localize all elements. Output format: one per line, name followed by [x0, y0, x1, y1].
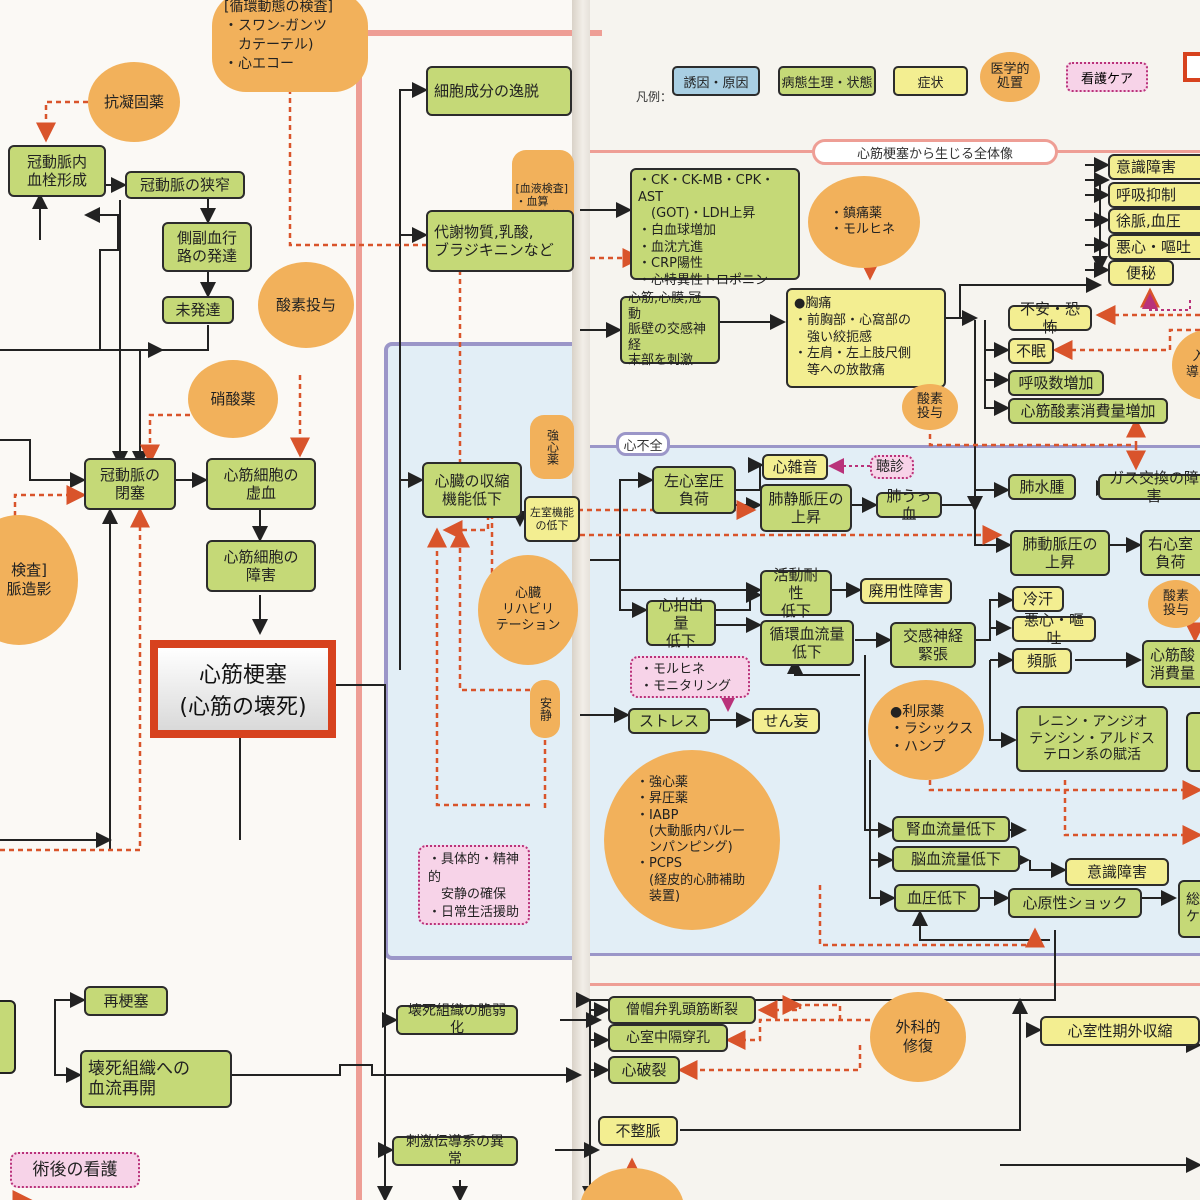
myocardial-infarction-node: 心筋梗塞 (心筋の壊死) — [150, 640, 336, 738]
cerebral-flow-node: 脳血流量低下 — [892, 846, 1020, 872]
nausea-node-2: 悪心・嘔吐 — [1012, 611, 1096, 647]
lv-load-node: 左心室圧 負荷 — [652, 466, 736, 514]
rest-strip: 安静 — [530, 680, 560, 738]
vsd-node: 心室中隔穿孔 — [608, 1024, 728, 1052]
delirium-node: せん妄 — [752, 708, 820, 734]
offpage-node-shock: 総 ケ — [1178, 880, 1200, 938]
collateral-node: 側副血行 路の発達 — [162, 222, 252, 272]
activity-intolerance-node: 活動耐性 低下 — [760, 566, 832, 620]
constipation-node: 便秘 — [1108, 260, 1174, 286]
analgesic-circle: ・鎮痛薬 ・モルヒネ — [808, 176, 920, 268]
cardiac-output-node: 心拍出量 低下 — [646, 596, 716, 650]
nausea-node-1: 悪心・嘔吐 — [1108, 234, 1200, 260]
rest-care-box: ・具体的・精神的 安静の確保 ・日常生活援助 — [418, 845, 530, 925]
occlusion-node: 冠動脈の 閉塞 — [84, 458, 176, 510]
gas-exchange-node: ガス交換の障害 — [1098, 469, 1200, 505]
infarction-subtitle: (心筋の壊死) — [179, 695, 307, 720]
legend-symptom: 症状 — [893, 66, 968, 96]
undeveloped-node: 未発達 — [162, 296, 234, 324]
rv-load-node: 右心室 負荷 — [1140, 530, 1200, 576]
surgery-circle: 外科的 修復 — [870, 992, 966, 1082]
reperfusion-node: 壊死組織への 血流再開 — [80, 1050, 232, 1108]
contractility-node: 心臓の収縮 機能低下 — [422, 462, 522, 518]
nerve-stim-node: 心筋,心膜,冠動 脈壁の交感神経 末部を刺激 — [620, 291, 720, 368]
oxygen-circle-3: 酸素 投与 — [1148, 580, 1200, 628]
book-spine — [572, 0, 590, 1200]
chest-pain-node: ●胸痛 ・前胸部・心窩部の 強い絞扼感 ・左肩・左上肢尺側 等への放散痛 — [786, 288, 946, 388]
sympathetic-node: 交感神経 緊張 — [890, 622, 976, 668]
oxygen-circle: 酸素投与 — [258, 262, 354, 348]
bradycardia-node: 徐脈,血圧 — [1108, 208, 1200, 234]
morphine-monitor-care: ・モルヒネ ・モニタリング — [630, 656, 750, 698]
arrhythmia-node: 不整脈 — [598, 1116, 678, 1146]
consciousness-node-2: 意識障害 — [1065, 858, 1169, 886]
pulmonary-congestion-node: 肺うっ血 — [876, 487, 942, 523]
renal-flow-node: 腎血流量低下 — [892, 816, 1010, 842]
resp-rate-node: 呼吸数増加 — [1008, 370, 1104, 396]
legend-care: 看護ケア — [1066, 62, 1148, 92]
o2-consumption-node: 心筋酸素消費量増加 — [1008, 398, 1168, 424]
lv-dysfunction-node: 左室機能の低下 — [524, 496, 580, 542]
anticoagulant-circle: 抗凝固薬 — [88, 62, 180, 142]
insomnia-node: 不眠 — [1008, 338, 1054, 364]
legend-label: 凡例： — [636, 90, 673, 104]
postop-care: 術後の看護 — [10, 1152, 140, 1188]
auscultation-care: 聴診 — [870, 455, 914, 479]
offpage-node-left — [0, 1000, 16, 1074]
legend-cause: 誘因・原因 — [672, 66, 760, 96]
legend-state: 病態生理・状態 — [778, 66, 876, 96]
cardiotonic-strip: 強心薬 — [530, 415, 574, 479]
pulmonary-artery-node: 肺動脈圧の 上昇 — [1010, 530, 1110, 576]
cold-sweat-node: 冷汗 — [1012, 586, 1064, 612]
hemodynamic-exam-circle: [循環動態の検査] ・スワン-ガンツ カテーテル) ・心エコー — [212, 0, 368, 92]
conduction-node: 刺激伝導系の異常 — [392, 1134, 518, 1167]
offpage-node-right — [1186, 712, 1200, 772]
resp-depression-node: 呼吸抑制 — [1108, 182, 1200, 208]
inotrope-circle: ・強心薬 ・昇圧薬 ・IABP (大動脈内バルー ンパンピング) ・PCPS (… — [604, 750, 780, 930]
raas-node: レニン・アンジオ テンシン・アルドス テロン系の賦活 — [1016, 706, 1168, 772]
anxiety-node: 不安・恐怖 — [1008, 300, 1092, 336]
infarction-title: 心筋梗塞 — [198, 663, 287, 688]
pulmonary-vein-node: 肺静脈圧の 上昇 — [760, 484, 852, 532]
pulmonary-edema-node: 肺水腫 — [1008, 474, 1076, 500]
diuretic-circle: ●利尿薬 ・ラシックス ・ハンプ — [868, 680, 984, 780]
murmur-node: 心雑音 — [762, 454, 828, 480]
consciousness-node-1: 意識障害 — [1108, 154, 1200, 180]
papillary-rupture-node: 僧帽弁乳頭筋断裂 — [608, 996, 756, 1024]
cardiac-rupture-node: 心破裂 — [608, 1056, 680, 1084]
cardiogenic-shock-node: 心原性ショック — [1008, 888, 1142, 918]
overall-banner: 心筋梗塞から生じる全体像 — [812, 139, 1058, 165]
thrombus-node: 冠動脈内 血栓形成 — [8, 145, 106, 197]
pvc-node: 心室性期外収縮 — [1040, 1016, 1200, 1046]
legend-treatment: 医学的 処置 — [980, 52, 1040, 102]
ischemia-node: 心筋細胞の 虚血 — [206, 458, 316, 510]
lab-markers-node: ・CK・CK-MB・CPK・AST (GOT)・LDH上昇 ・白血球増加 ・血沈… — [630, 168, 800, 288]
disuse-node: 廃用性障害 — [860, 578, 952, 604]
bp-drop-node: 血圧低下 — [894, 884, 980, 912]
reinfarction-node: 再梗塞 — [84, 986, 168, 1016]
nitrate-circle: 硝酸薬 — [188, 360, 278, 438]
circulation-node: 循環血流量 低下 — [760, 620, 854, 666]
stress-node: ストレス — [628, 708, 710, 734]
legend-infarction-marker — [1183, 52, 1200, 82]
fragility-node: 壊死組織の脆弱化 — [396, 1003, 518, 1036]
cell-leak-node: 細胞成分の逸脱 — [426, 66, 572, 116]
rehab-circle: 心臓 リハビリ テーション — [478, 555, 578, 665]
tachycardia-node: 頻脈 — [1012, 648, 1072, 674]
overall-frame-left — [356, 30, 602, 1200]
myocardial-o2-node: 心筋酸 消費量 — [1142, 640, 1200, 688]
injury-node: 心筋細胞の 障害 — [206, 540, 316, 592]
metabolites-node: 代謝物質,乳酸, ブラジキニンなど — [426, 210, 574, 272]
oxygen-circle-2: 酸素 投与 — [902, 384, 958, 430]
heart-failure-banner: 心不全 — [616, 432, 670, 456]
stenosis-node: 冠動脈の狭窄 — [125, 171, 245, 199]
